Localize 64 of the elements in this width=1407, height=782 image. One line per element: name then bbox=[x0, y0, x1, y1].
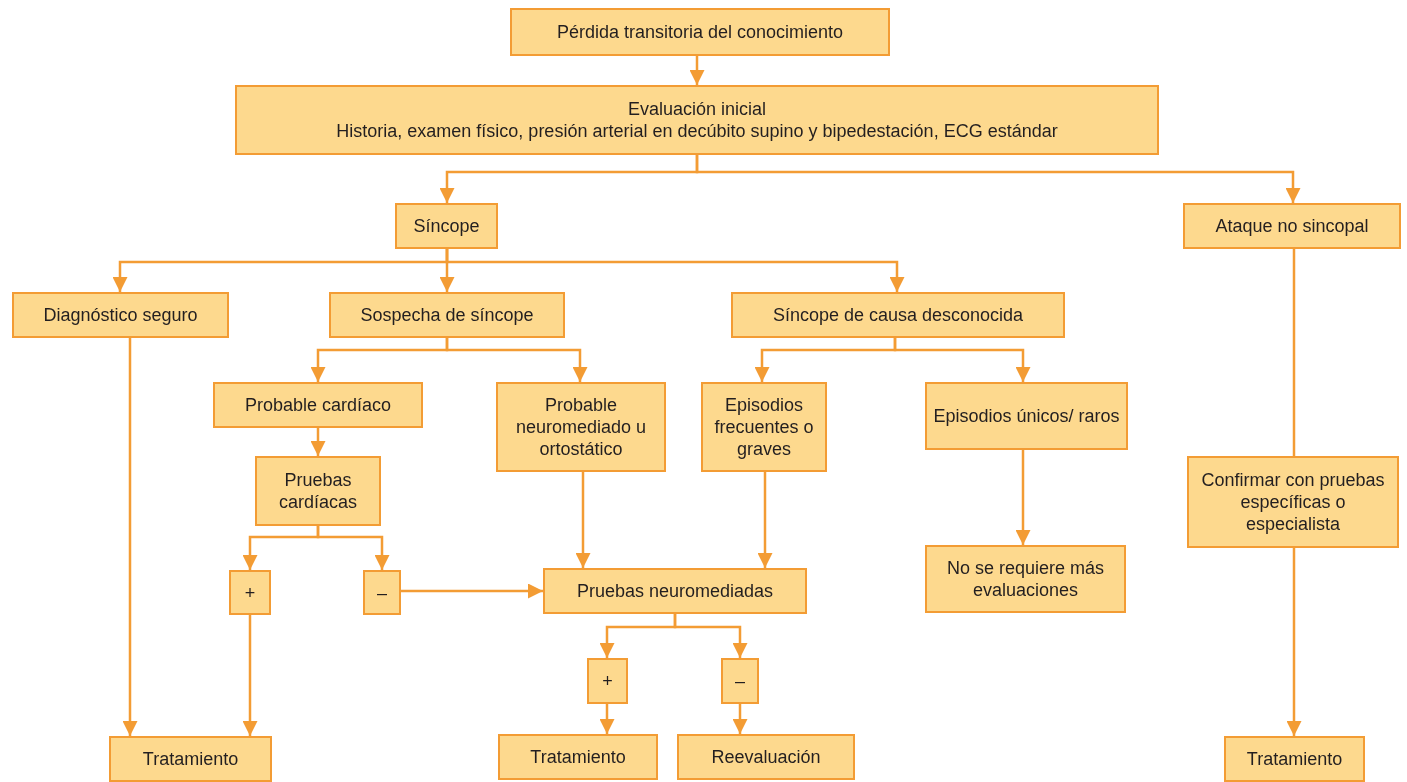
process-box bbox=[925, 545, 1126, 613]
process-box bbox=[109, 736, 272, 782]
box-text: Probable cardíaco bbox=[244, 394, 392, 416]
box-text: + bbox=[244, 581, 256, 604]
box-text: Pruebas neuromediadas bbox=[576, 580, 774, 602]
arrow bbox=[310, 428, 326, 456]
process-box bbox=[731, 292, 1065, 338]
arrow bbox=[695, 155, 1301, 203]
box-text: Episodios frecuentes o graves bbox=[713, 394, 815, 460]
arrow bbox=[575, 472, 591, 568]
process-box bbox=[235, 85, 1159, 155]
box-text: Probable neuromediado u ortostático bbox=[514, 394, 648, 460]
process-box bbox=[587, 658, 628, 704]
arrow bbox=[1015, 450, 1031, 545]
arrow bbox=[445, 249, 905, 292]
process-box bbox=[1187, 456, 1399, 548]
box-text: Pérdida transitoria del conocimiento bbox=[556, 21, 844, 43]
arrow bbox=[893, 338, 1031, 382]
box-text: + bbox=[602, 670, 613, 692]
process-box bbox=[496, 382, 666, 472]
process-box bbox=[229, 570, 271, 615]
box-text: Historia, examen físico, presión arterial en decúbito supino y bipedestación, ECG estándar bbox=[336, 120, 1058, 142]
process-box bbox=[255, 456, 381, 526]
process-box bbox=[213, 382, 423, 428]
process-box bbox=[395, 203, 498, 249]
box-text: Episodios únicos/ raros bbox=[933, 405, 1120, 427]
process-box bbox=[701, 382, 827, 472]
process-box bbox=[925, 382, 1128, 450]
arrow bbox=[316, 526, 390, 570]
process-box bbox=[721, 658, 759, 704]
box-text: Tratamiento bbox=[142, 748, 239, 770]
box-text: Tratamiento bbox=[530, 746, 626, 768]
process-box bbox=[543, 568, 807, 614]
process-box bbox=[510, 8, 890, 56]
process-box bbox=[363, 570, 401, 615]
box-text: – bbox=[377, 581, 387, 604]
box-heading: Evaluación inicial bbox=[627, 98, 767, 120]
process-box bbox=[12, 292, 229, 338]
box-text: Sospecha de síncope bbox=[360, 304, 534, 326]
arrow bbox=[242, 615, 258, 736]
process-box bbox=[498, 734, 658, 780]
box-text: Diagnóstico seguro bbox=[43, 304, 198, 326]
arrow bbox=[757, 472, 773, 568]
box-text: Reevaluación bbox=[711, 746, 821, 768]
arrow bbox=[1286, 548, 1302, 736]
process-box bbox=[1183, 203, 1401, 249]
box-text: No se requiere más evaluaciones bbox=[945, 557, 1106, 601]
process-box bbox=[677, 734, 855, 780]
process-box bbox=[329, 292, 565, 338]
arrow bbox=[732, 704, 748, 734]
arrow bbox=[401, 583, 543, 599]
process-box bbox=[1224, 736, 1365, 782]
box-text: Síncope bbox=[413, 215, 480, 237]
box-text: Tratamiento bbox=[1246, 748, 1343, 770]
box-text: Pruebas cardíacas bbox=[277, 469, 358, 513]
box-text: Síncope de causa desconocida bbox=[772, 304, 1024, 326]
arrow bbox=[122, 338, 138, 736]
arrow bbox=[599, 704, 615, 734]
box-text: Ataque no sincopal bbox=[1215, 215, 1369, 237]
arrow bbox=[445, 338, 588, 382]
box-text: Confirmar con pruebas específicas o especialista bbox=[1200, 469, 1386, 535]
arrow bbox=[689, 56, 705, 85]
box-text: – bbox=[735, 670, 745, 692]
arrow bbox=[673, 614, 748, 658]
